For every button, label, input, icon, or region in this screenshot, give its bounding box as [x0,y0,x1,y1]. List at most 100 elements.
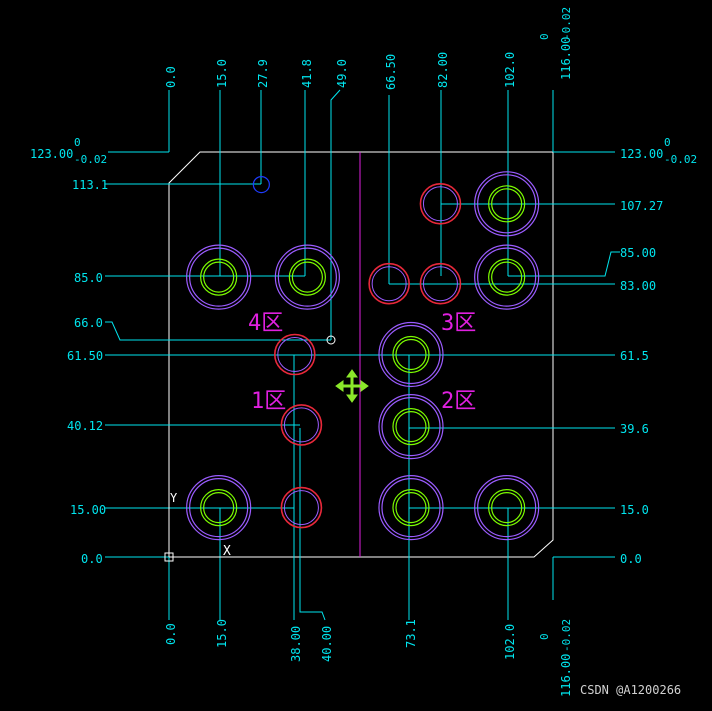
watermark: CSDN @A1200266 [580,683,681,697]
zone-label-2: 2区 [441,389,476,414]
move-cursor-icon [335,369,369,403]
ref-point-marker [326,335,336,345]
zone-label-1: 1区 [251,389,286,414]
dim-top-0: 0.0 [164,66,178,88]
hole-large-outer2-8 [477,478,537,538]
dim-line-top-49 [330,89,341,340]
zone-labels: 4区 3区 1区 2区 [248,311,476,414]
hole-large-outer2-4 [381,324,441,385]
ucs-origin-box [164,552,174,562]
dim-bottom-116-tol-lower: -0.02 [560,619,573,652]
dim-left-61: 61.50 [67,349,103,363]
hole-large-inner2-6 [203,492,235,524]
hole-large-inner-2 [488,185,526,223]
hole-large-outer-3 [474,244,540,310]
dim-left-0: 0.0 [81,552,103,566]
hole-large-outer-6 [186,475,252,541]
hole-large-inner2-7 [395,492,427,524]
dim-top-66: 66.50 [384,54,398,90]
hole-small-inner-11 [371,266,407,302]
hole-large-outer-1 [274,244,340,310]
dim-line-bottom-40 [299,428,326,621]
dim-top-27: 27.9 [256,59,270,88]
ucs-y-label: Y [170,491,178,505]
hole-small-inner-13 [283,407,319,443]
hole-large-inner-8 [488,489,526,527]
hole-large-outer2-2 [477,174,537,234]
hole-large-inner-5 [392,408,430,446]
dimension-lines [105,89,620,621]
dim-line-right-85 [508,251,620,277]
dim-top-82: 82.00 [436,52,450,88]
dim-line-left-66 [105,321,331,341]
dim-bottom-15: 15.0 [215,619,229,648]
hole-small-outer-12 [273,333,316,376]
hole-large-inner2-8 [491,492,523,524]
hole-large-outer-2 [474,171,540,237]
dim-left-85: 85.0 [74,271,103,285]
hole-large-outer-4 [378,321,444,388]
hole-small-outer-10 [419,262,462,305]
dim-left-15: 15.00 [70,503,106,517]
dim-top-102: 102.0 [503,52,517,88]
dim-left-40: 40.12 [67,419,103,433]
hole-small-outer-9 [419,182,462,225]
hole-large-outer2-7 [381,478,441,538]
dim-right-123-tol-lower: -0.02 [664,153,697,166]
hole-large-inner2-2 [491,188,523,220]
dim-right-107: 107.27 [620,199,663,213]
dim-top-41: 41.8 [300,59,314,88]
hole-large-inner-3 [488,258,526,296]
dim-bottom-116-tol-upper: 0 [538,633,551,640]
dim-top-49: 49.0 [335,59,349,88]
hole-large-outer2-3 [477,247,537,307]
dim-right-61: 61.5 [620,349,649,363]
hole-large-outer-0 [186,244,252,310]
hole-small-outer-13 [280,404,323,446]
dim-bottom-40: 40.00 [320,626,334,662]
hole-small-outer-11 [368,262,410,305]
dim-left-123-tol-upper: 0 [74,136,81,149]
hole-large-inner2-0 [203,261,235,293]
dim-top-15: 15.0 [215,59,229,88]
hole-large-inner-4 [392,335,430,374]
holes [186,171,540,541]
dim-right-15: 15.0 [620,503,649,517]
dim-left-113: 113.1 [72,178,108,192]
zone-label-3: 3区 [441,311,476,336]
hole-large-inner-1 [288,258,326,296]
hole-large-inner2-4 [395,338,427,371]
dim-bottom-73: 73.1 [404,619,418,648]
dim-top-116-tol-lower: -0.02 [560,7,573,40]
ucs-x-label: X [223,544,231,559]
hole-large-inner-0 [200,258,238,296]
hole-large-inner2-3 [491,261,523,293]
hole-large-outer2-0 [189,247,249,307]
dim-right-0: 0.0 [620,552,642,566]
ucs-axis [164,502,224,562]
hole-large-inner2-5 [395,411,427,443]
dim-bottom-102: 102.0 [503,624,517,660]
zone-label-4: 4区 [248,311,283,336]
dim-right-85: 85.00 [620,246,656,260]
dim-bottom-38: 38.00 [289,626,303,662]
dim-right-39: 39.6 [620,422,649,436]
dim-right-83: 83.00 [620,279,656,293]
hole-large-outer-7 [378,475,444,541]
hole-pin-15 [252,175,270,194]
dim-top-116-tol-upper: 0 [538,33,551,40]
hole-small-inner-12 [277,337,313,372]
hole-large-outer2-5 [381,397,441,457]
dim-left-123-tol-lower: -0.02 [74,153,107,166]
hole-large-outer-8 [474,475,540,541]
hole-large-outer2-1 [277,247,337,307]
dim-bottom-0: 0.0 [164,623,178,645]
dim-bottom-116: 116.00 [559,654,573,697]
hole-small-inner-9 [422,186,458,222]
hole-large-outer-5 [378,394,444,460]
dim-left-66: 66.0 [74,316,103,330]
hole-large-inner-6 [200,489,238,527]
hole-small-outer-14 [280,486,323,529]
